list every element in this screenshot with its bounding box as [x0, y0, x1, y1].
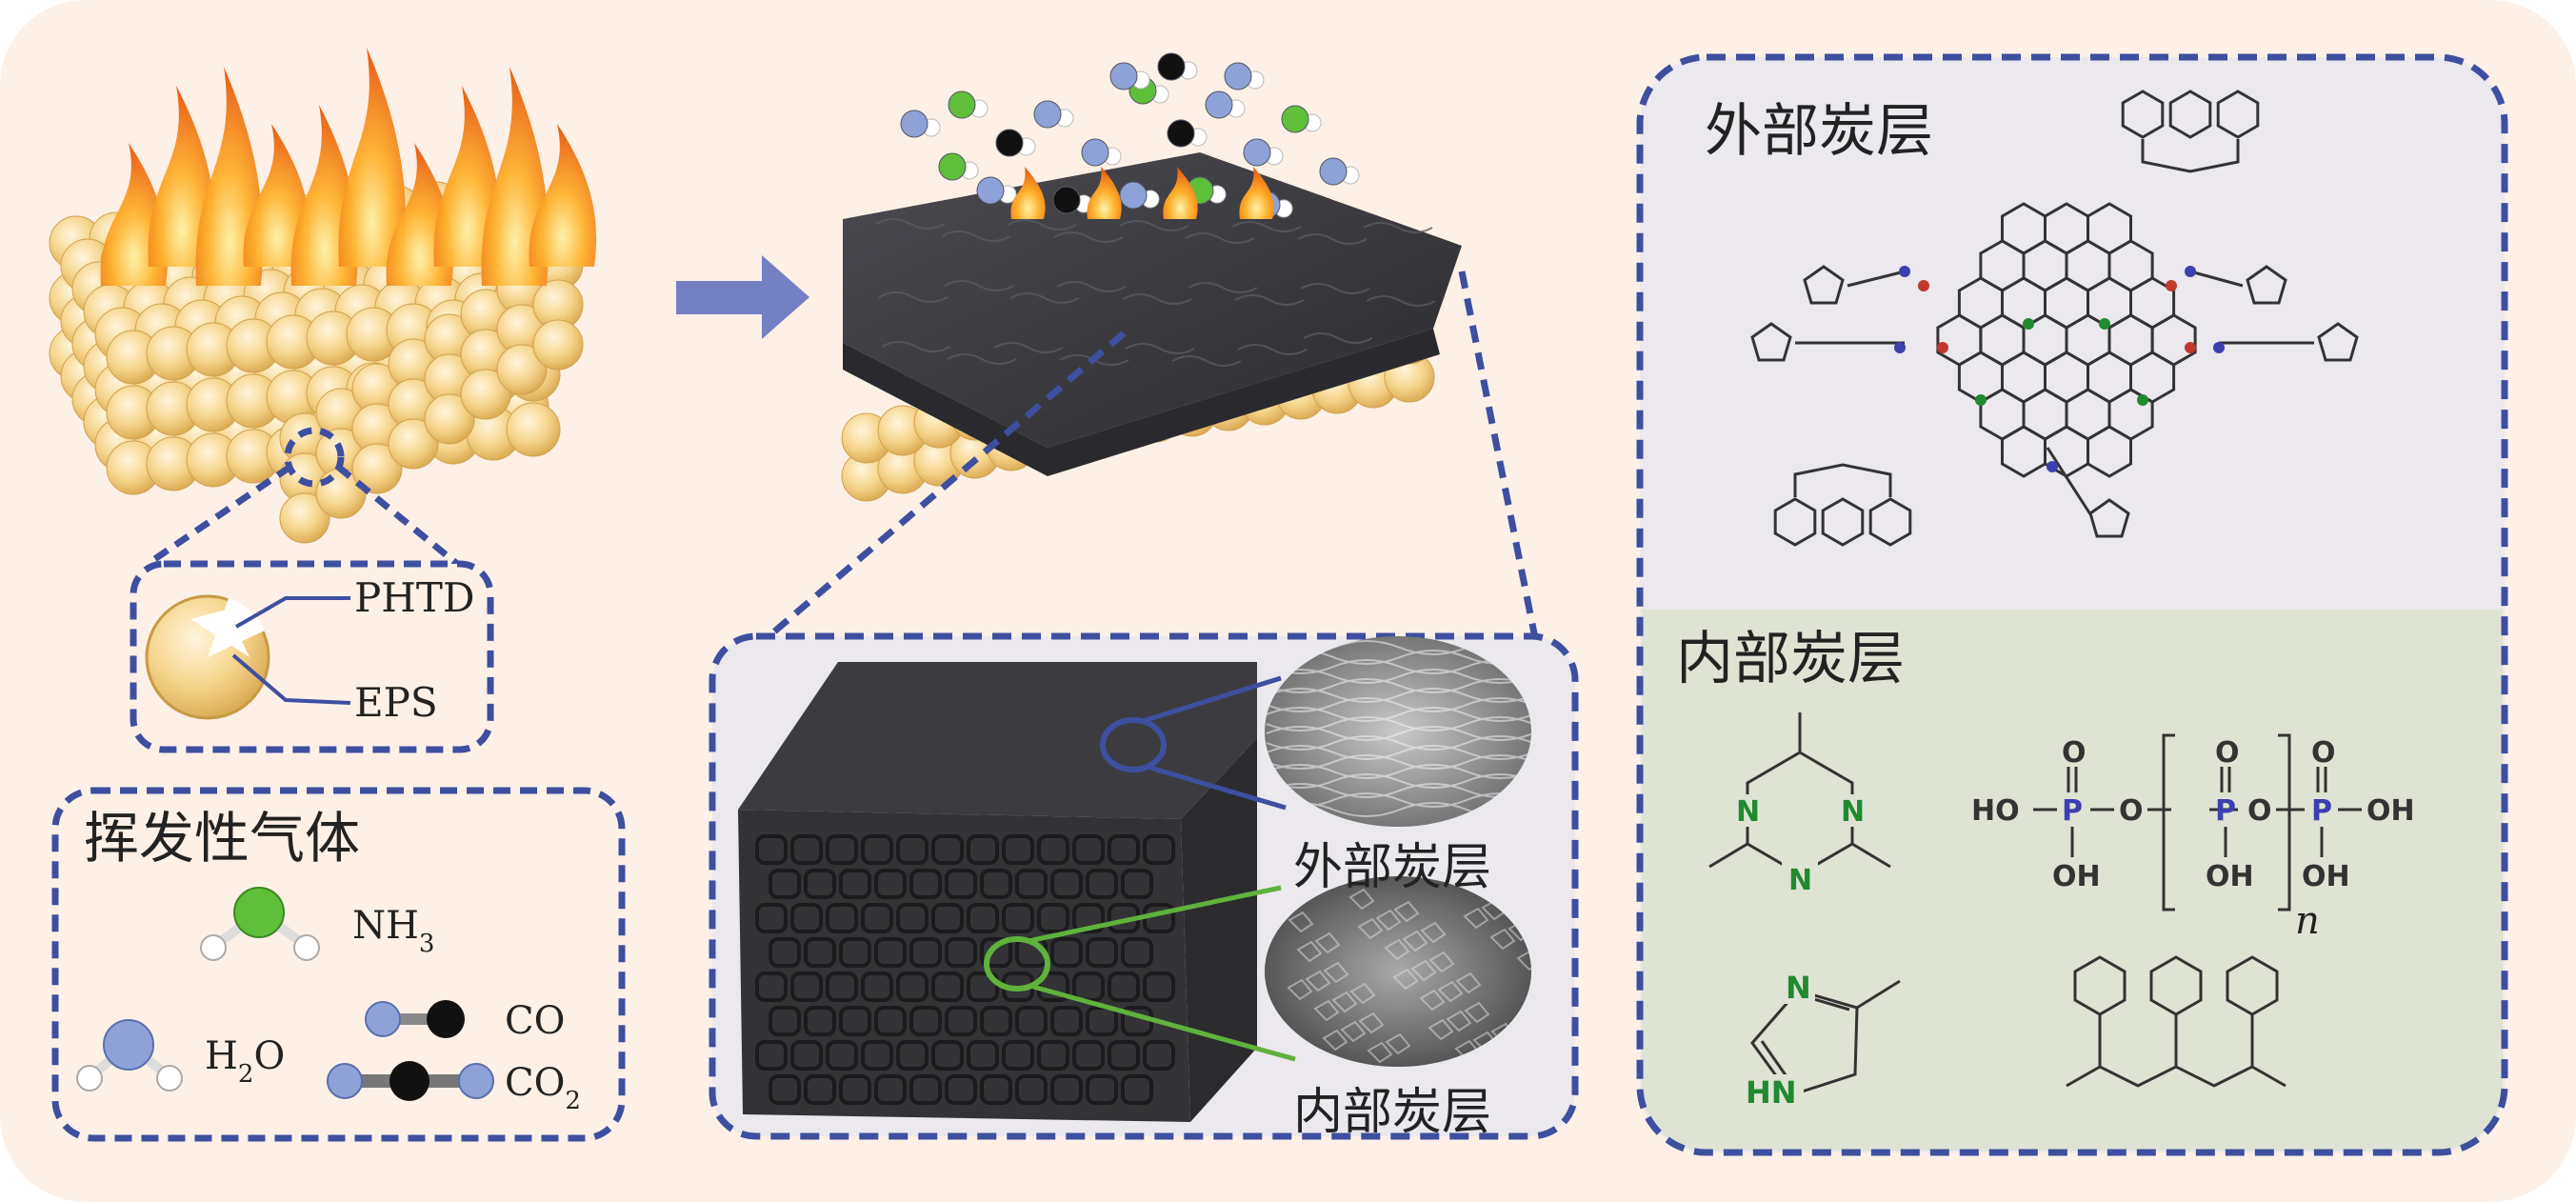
label-inner-char-sem: 内部炭层: [1293, 1084, 1491, 1141]
zoom-line-left: [146, 464, 292, 567]
triazine-n-right: N: [1841, 795, 1865, 829]
structure-panel-border: [1636, 53, 2508, 1156]
label-outer-char-sem: 外部炭层: [1293, 839, 1491, 896]
pp-p2: P: [2215, 794, 2236, 828]
sem-image-outer: [1265, 636, 1531, 827]
imidazole-hn-bg: [1745, 1074, 1804, 1109]
triazine-n-bg-1: [1729, 794, 1766, 827]
pp-o1: O: [2119, 794, 2144, 828]
sem-link-outer-bottom: [1149, 765, 1287, 811]
pp-p1: P: [2062, 794, 2083, 828]
label-h2o: H2O: [205, 1034, 285, 1089]
imidazole-n-bg: [1779, 972, 1815, 1004]
imidazole-n: N: [1786, 970, 1811, 1006]
outer-char-structure: [1750, 90, 2359, 547]
pointer-phtd: [235, 596, 350, 629]
triazine-n-bg-2: [1834, 794, 1870, 827]
label-phtd: PHTD: [354, 574, 475, 621]
pp-oh-b1: OH: [2052, 860, 2101, 893]
co2-molecule-icon: [327, 1061, 494, 1101]
sem-link-inner-top: [1028, 885, 1282, 944]
label-co: CO: [505, 999, 565, 1043]
label-eps: EPS: [354, 679, 438, 726]
pp-o-top2: O: [2215, 736, 2240, 770]
zoom-line-char-right: [1458, 270, 1539, 639]
h2o-molecule-icon: [76, 1019, 183, 1092]
sem-link-inner-bottom: [1032, 984, 1296, 1062]
triazine-n-bg-3: [1782, 862, 1818, 894]
outer-char-title: 外部炭层: [1705, 98, 1933, 165]
pp-o2: O: [2247, 794, 2272, 828]
gas-legend-title: 挥发性气体: [84, 806, 360, 871]
pp-ho: HO: [1971, 794, 2020, 828]
pp-o-top1: O: [2062, 736, 2087, 770]
gas-cloud: [900, 52, 1360, 219]
label-nh3: NH3: [352, 904, 434, 958]
pp-oh-b2: OH: [2206, 860, 2254, 893]
gas-legend-box: [51, 787, 626, 1142]
pp-p3: P: [2311, 794, 2332, 828]
zoom-line-char-left: [764, 331, 1127, 641]
process-arrow: [676, 255, 809, 339]
zoom-line-right: [335, 464, 460, 567]
nh3-molecule-icon: [200, 887, 320, 961]
aromatic-chain-structure: [2066, 955, 2286, 1088]
char-cube: [738, 662, 1257, 1122]
pp-oh-end: OH: [2366, 794, 2415, 828]
zoom-ring-outer: [1100, 717, 1167, 772]
zoom-circle-bead: [284, 427, 345, 488]
zoom-ring-inner: [984, 936, 1050, 992]
pp-o-top3: O: [2311, 736, 2336, 770]
triazine-n-left: N: [1736, 795, 1760, 829]
imidazole-hn: HN: [1746, 1074, 1797, 1111]
label-co2: CO2: [505, 1061, 581, 1115]
triazine-n-bottom: N: [1788, 864, 1812, 897]
inner-char-title: 内部炭层: [1676, 626, 1905, 692]
pointer-eps: [231, 653, 351, 705]
pp-oh-b3: OH: [2302, 860, 2350, 893]
charred-block: [841, 152, 1462, 502]
polyphosphate-structure: [2033, 733, 2362, 912]
flames: [100, 48, 597, 286]
co-molecule-icon: [365, 1000, 465, 1038]
sem-link-outer-top: [1142, 675, 1282, 724]
bead-icon: [145, 594, 270, 720]
pp-subscript-n: n: [2295, 899, 2320, 943]
